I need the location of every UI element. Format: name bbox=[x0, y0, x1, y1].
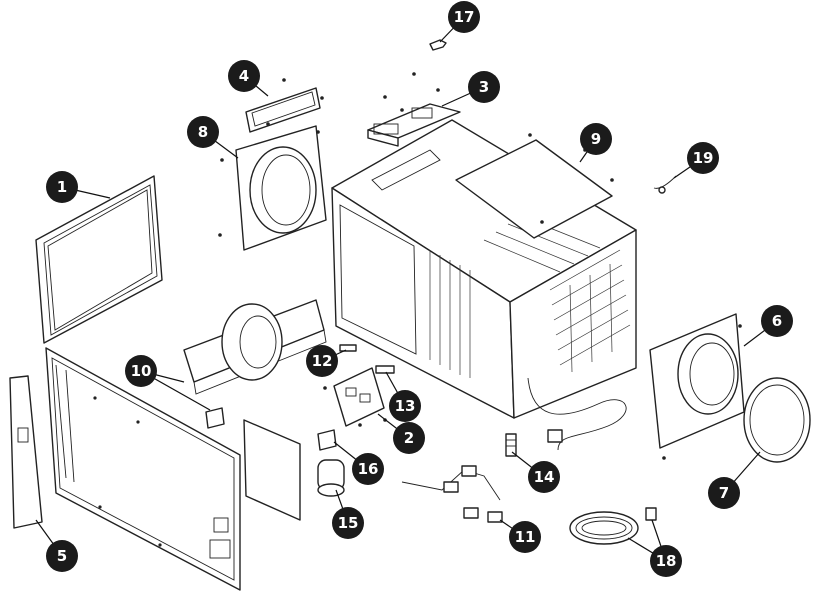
callout-badges: 1 2 3 4 5 6 7 8 9 10 11 12 13 14 15 16 1… bbox=[46, 1, 793, 577]
callout-10: 10 bbox=[125, 355, 157, 387]
callout-15: 15 bbox=[332, 507, 364, 539]
callout-6-label: 6 bbox=[772, 312, 782, 330]
callout-19-label: 19 bbox=[693, 149, 714, 167]
callout-9-label: 9 bbox=[591, 130, 601, 148]
callout-7-label: 7 bbox=[719, 484, 729, 502]
part-power-cord bbox=[527, 377, 627, 451]
callout-5: 5 bbox=[46, 540, 78, 572]
callout-18-label: 18 bbox=[656, 552, 677, 570]
part-small-cover bbox=[245, 78, 324, 133]
part-thermistor bbox=[653, 175, 677, 194]
callout-16-label: 16 bbox=[358, 460, 379, 478]
part-exhaust-shroud bbox=[649, 313, 745, 460]
part-fan-ring bbox=[743, 377, 811, 463]
callout-14-label: 14 bbox=[534, 468, 555, 486]
callout-8-label: 8 bbox=[198, 123, 208, 141]
part-blower-assembly bbox=[183, 299, 327, 429]
part-front-panel bbox=[45, 347, 241, 591]
callout-3-label: 3 bbox=[479, 78, 489, 96]
part-filter-frame bbox=[35, 175, 163, 344]
part-drain-hose bbox=[569, 507, 657, 545]
callout-18: 18 bbox=[650, 545, 682, 577]
callout-17: 17 bbox=[448, 1, 480, 33]
part-control-board bbox=[367, 72, 461, 147]
part-sensor-clip bbox=[429, 39, 447, 51]
callout-13-label: 13 bbox=[395, 397, 416, 415]
callout-17-label: 17 bbox=[454, 8, 475, 26]
callout-15-label: 15 bbox=[338, 514, 359, 532]
callout-1: 1 bbox=[46, 171, 78, 203]
callout-6: 6 bbox=[761, 305, 793, 337]
callout-7: 7 bbox=[708, 477, 740, 509]
callout-10-label: 10 bbox=[131, 362, 152, 380]
callout-11: 11 bbox=[509, 521, 541, 553]
part-access-cover bbox=[243, 419, 301, 521]
part-fan-shroud bbox=[218, 125, 327, 251]
callout-12-label: 12 bbox=[312, 352, 333, 370]
callout-3: 3 bbox=[468, 71, 500, 103]
part-relay bbox=[317, 429, 337, 451]
callout-4-label: 4 bbox=[239, 67, 249, 85]
part-capacitor bbox=[317, 459, 345, 497]
callout-13: 13 bbox=[389, 390, 421, 422]
callout-9: 9 bbox=[580, 123, 612, 155]
part-wire-harness bbox=[401, 465, 503, 523]
callout-1-label: 1 bbox=[57, 178, 67, 196]
callout-12: 12 bbox=[306, 345, 338, 377]
callout-14: 14 bbox=[528, 461, 560, 493]
callout-2-label: 2 bbox=[404, 429, 414, 447]
callout-16: 16 bbox=[352, 453, 384, 485]
part-side-panel bbox=[9, 375, 43, 529]
callout-19: 19 bbox=[687, 142, 719, 174]
part-drain-fitting bbox=[505, 433, 517, 457]
part-main-housing bbox=[331, 119, 637, 419]
callout-5-label: 5 bbox=[57, 547, 67, 565]
part-small-components bbox=[339, 344, 395, 374]
callout-11-label: 11 bbox=[515, 528, 536, 546]
callout-4: 4 bbox=[228, 60, 260, 92]
callout-8: 8 bbox=[187, 116, 219, 148]
part-pcb bbox=[323, 367, 387, 427]
callout-2: 2 bbox=[393, 422, 425, 454]
